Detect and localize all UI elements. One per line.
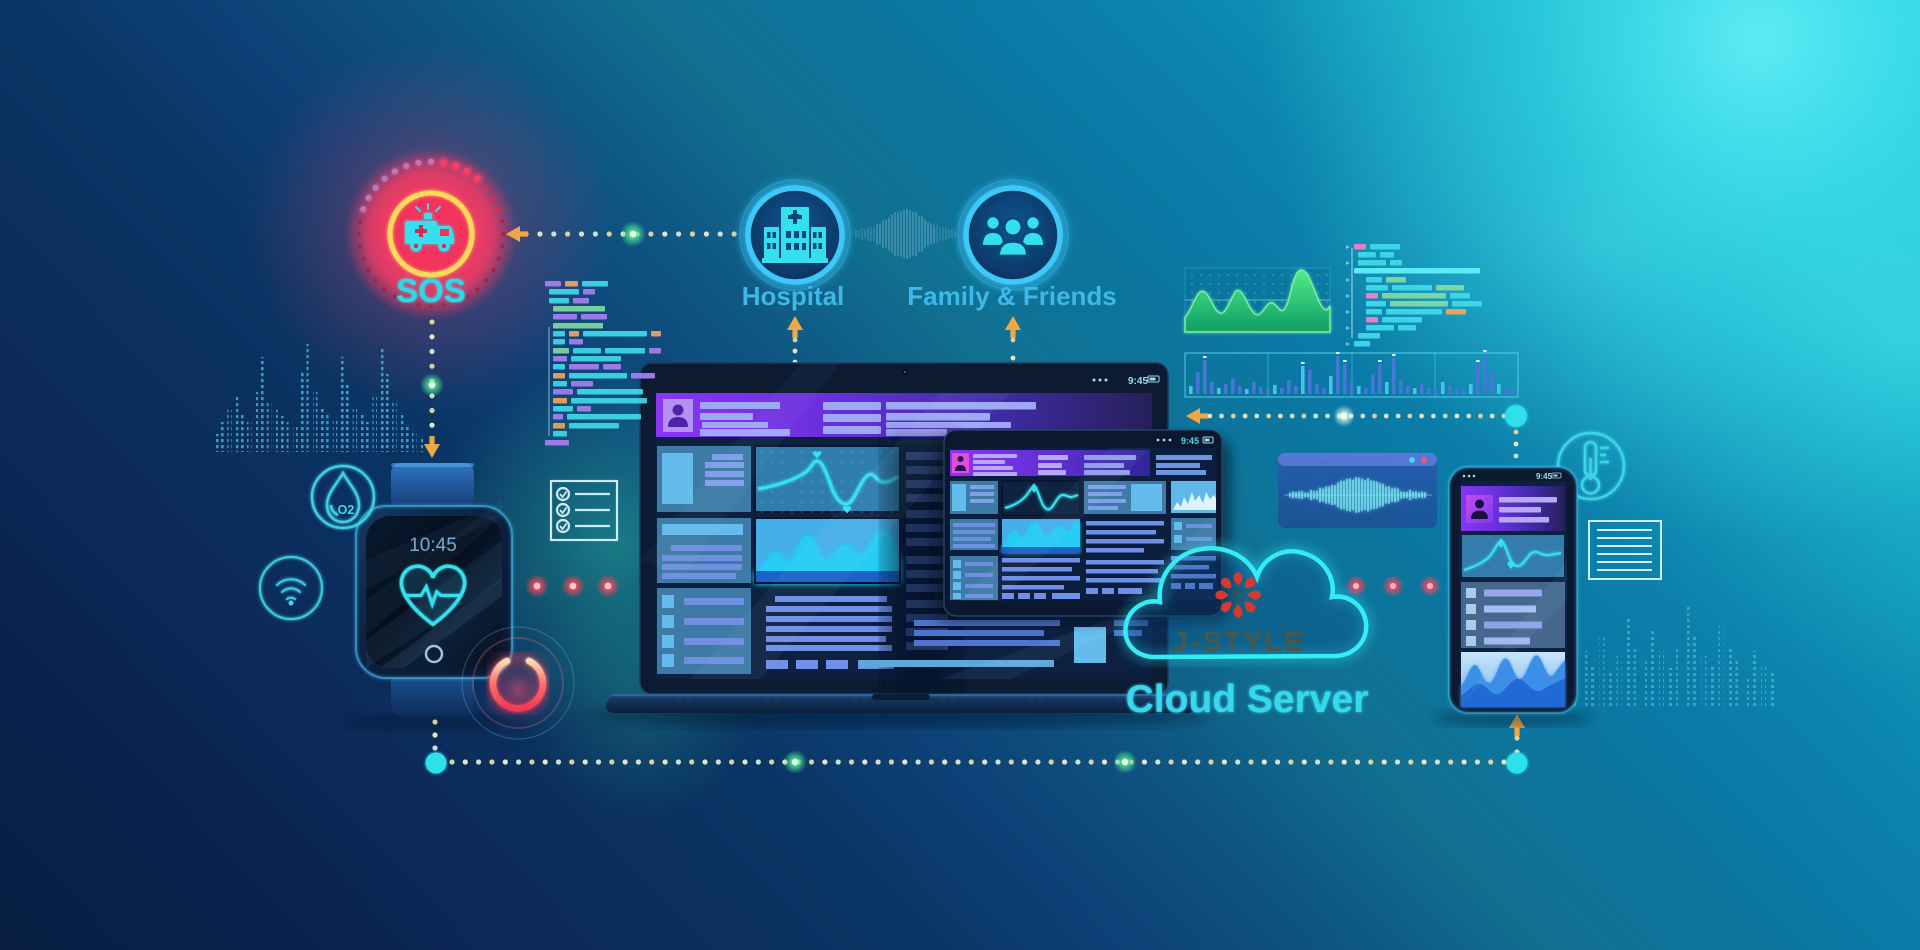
svg-text:J-STYLE: J-STYLE <box>1173 626 1306 657</box>
svg-text:SOS: SOS <box>396 272 466 309</box>
svg-text:O2: O2 <box>338 503 355 517</box>
svg-text:9:45: 9:45 <box>1128 376 1148 387</box>
svg-text:10:45: 10:45 <box>409 535 457 556</box>
svg-text:Cloud Server: Cloud Server <box>1126 678 1369 721</box>
svg-text:9:45: 9:45 <box>1181 436 1199 446</box>
svg-text:Family & Friends: Family & Friends <box>907 281 1117 311</box>
svg-text:Hospital: Hospital <box>742 281 845 311</box>
svg-text:9:45: 9:45 <box>1536 472 1553 481</box>
